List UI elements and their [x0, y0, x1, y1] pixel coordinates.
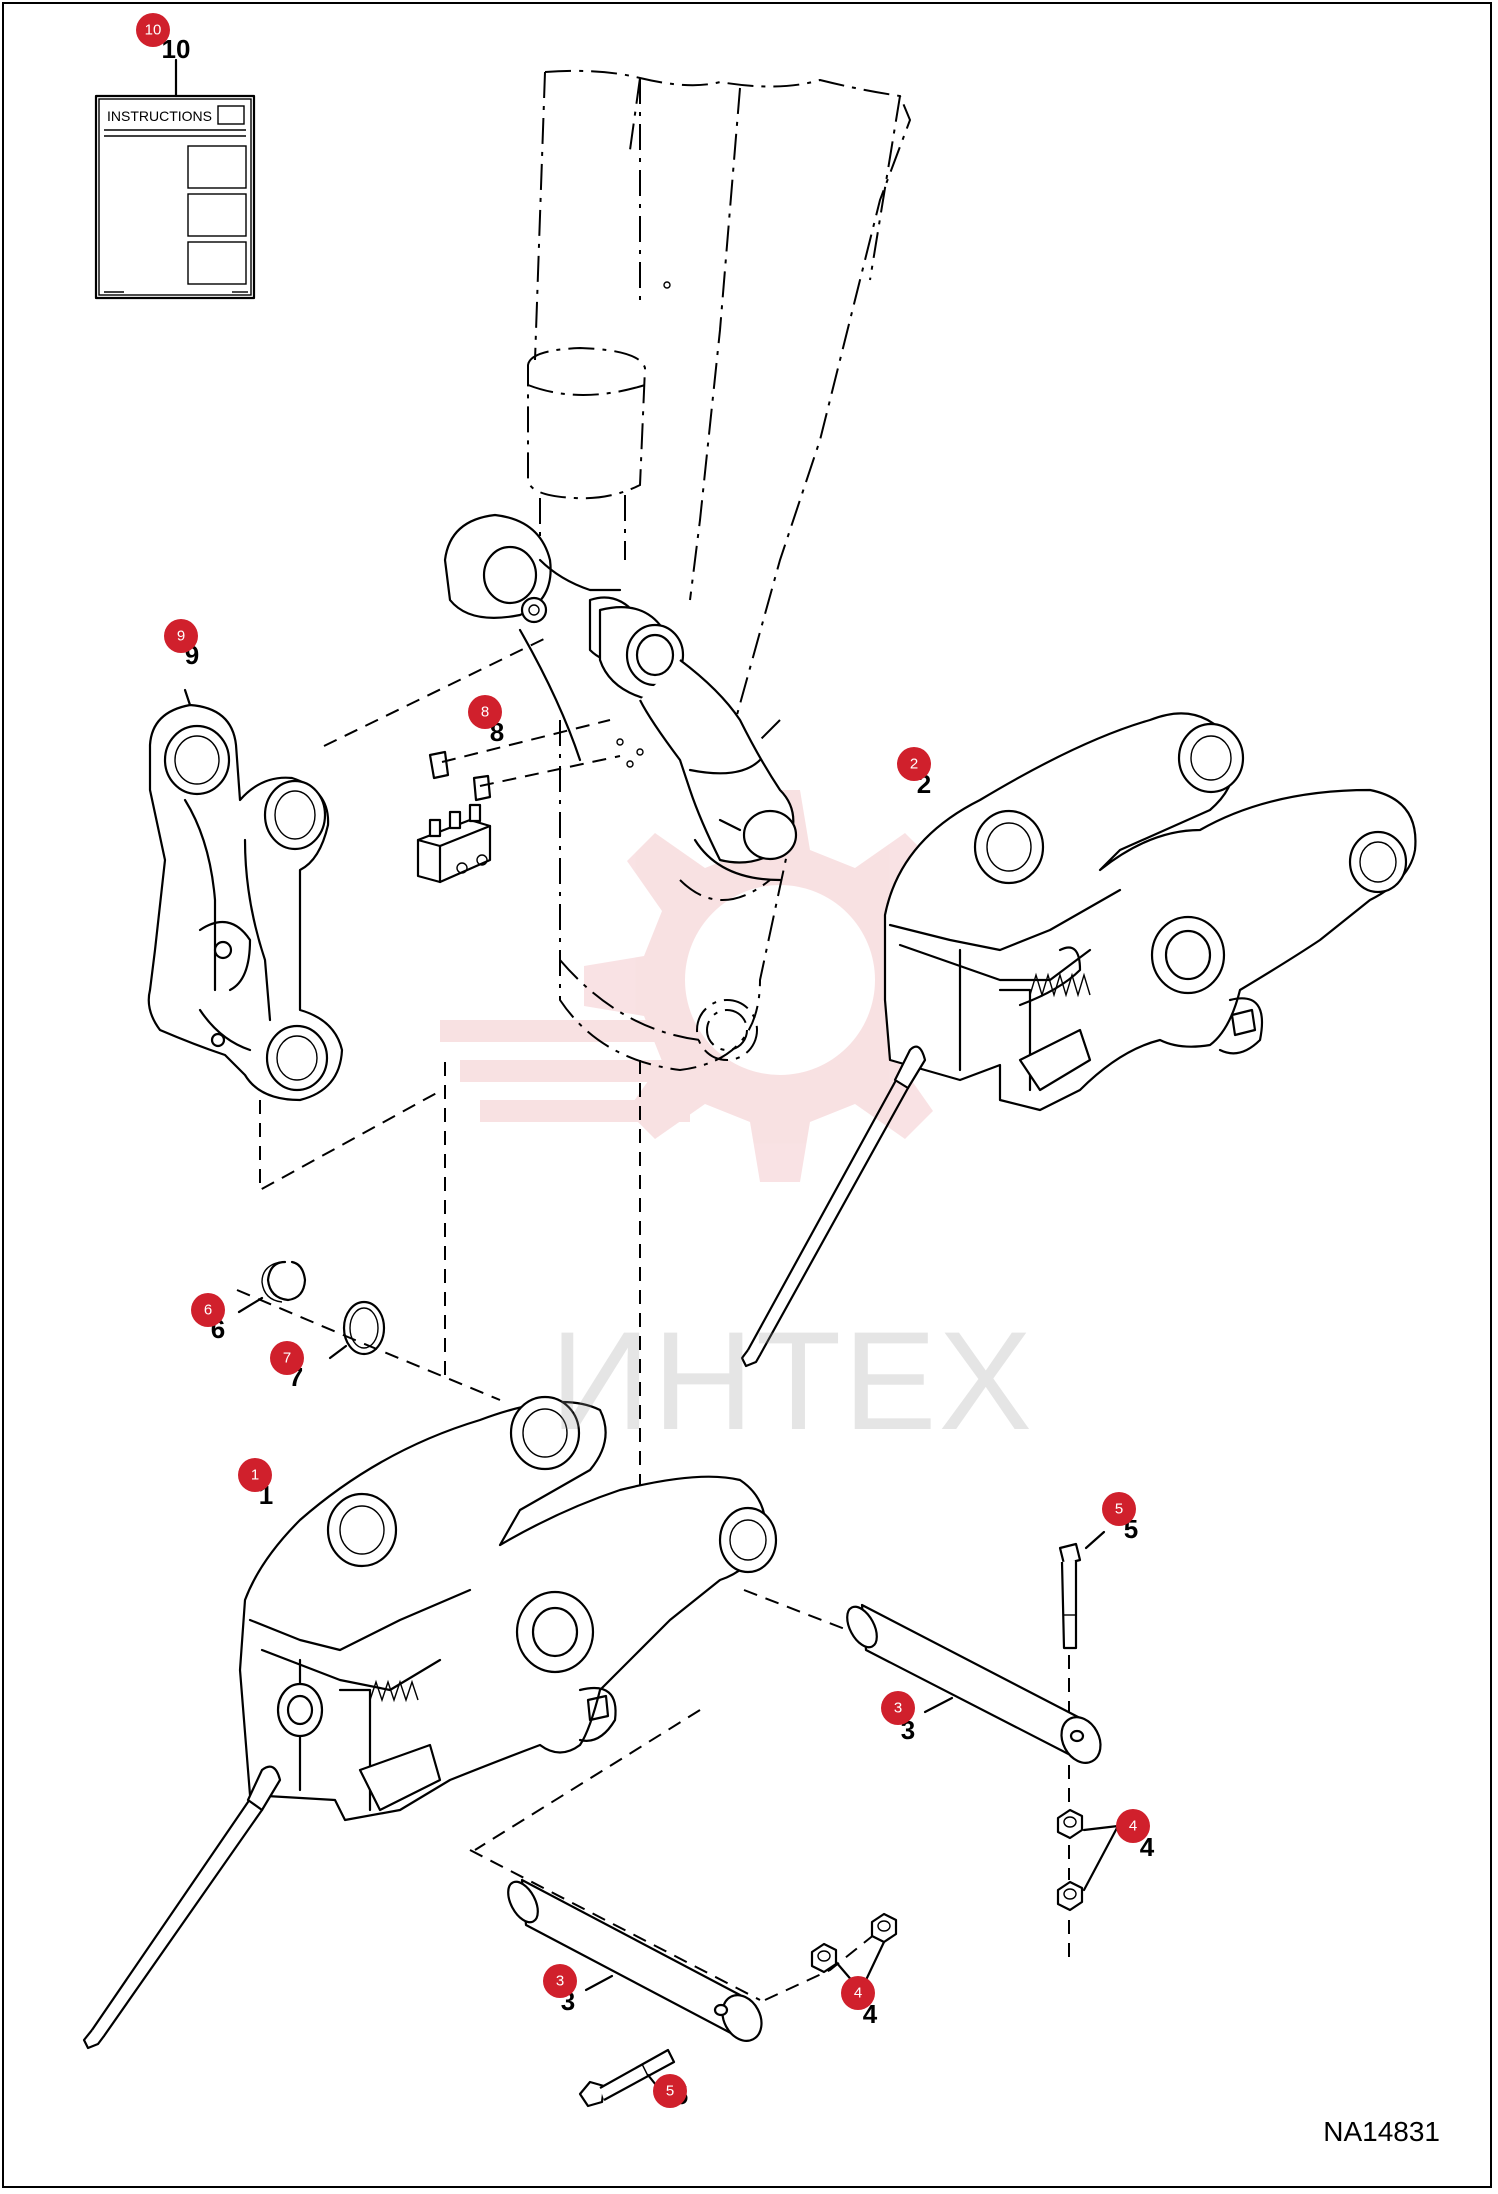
svg-text:6: 6 — [204, 1302, 212, 1319]
svg-text:3: 3 — [894, 1700, 902, 1717]
snap-ring-part-6 — [237, 1260, 307, 1314]
arm-linkage — [443, 513, 798, 882]
callout-bubble-4-right[interactable]: 4 — [1116, 1809, 1150, 1843]
nut-part-4-left-a — [810, 1942, 838, 1974]
svg-text:8: 8 — [481, 704, 489, 721]
callout-bubble-1[interactable]: 1 — [238, 1458, 272, 1492]
coupler-part-2 — [740, 712, 1417, 1368]
svg-text:5: 5 — [666, 2083, 674, 2100]
pin-part-3-right — [846, 1603, 1102, 1764]
svg-text:4: 4 — [854, 1985, 862, 2002]
coupler-part-1 — [82, 1395, 778, 2050]
excavator-arm — [527, 69, 912, 1072]
svg-text:4: 4 — [1129, 1818, 1137, 1835]
callout-bubble-9[interactable]: 9 — [164, 619, 198, 653]
callout-bubble-5-bottom[interactable]: 5 — [653, 2074, 687, 2108]
part-number-4-right: 4 — [1140, 1832, 1155, 1862]
callout-bubble-10[interactable]: 10 — [136, 13, 170, 47]
callout-bubble-2[interactable]: 2 — [897, 747, 931, 781]
callout-bubble-8[interactable]: 8 — [468, 695, 502, 729]
nut-part-4-left-b — [870, 1912, 898, 1944]
callout-bubble-5-top[interactable]: 5 — [1102, 1492, 1136, 1526]
nut-part-4-right-upper — [1056, 1808, 1084, 1840]
callout-bubble-4-left[interactable]: 4 — [841, 1976, 875, 2010]
svg-text:7: 7 — [283, 1350, 291, 1367]
instructions-title: INSTRUCTIONS — [107, 108, 212, 124]
ring-part-7 — [328, 1300, 386, 1360]
watermark-logo — [440, 790, 976, 1182]
document-code: NA14831 — [1323, 2116, 1440, 2147]
svg-text:10: 10 — [145, 22, 162, 39]
callout-bubbles: 10 9 8 2 6 7 1 5 3 4 4 3 5 — [136, 13, 1150, 2108]
pin-part-3-left — [507, 1878, 763, 2042]
bolt-part-5-bottom — [578, 2048, 676, 2108]
grease-block-part-8 — [416, 750, 492, 884]
instructions-sheet — [94, 58, 256, 300]
callout-bubble-7[interactable]: 7 — [270, 1341, 304, 1375]
link-part-9 — [147, 688, 344, 1102]
nut-leader-right — [1082, 1824, 1120, 1892]
svg-text:9: 9 — [177, 628, 185, 645]
callout-bubble-3-left[interactable]: 3 — [543, 1964, 577, 1998]
svg-text:3: 3 — [556, 1973, 564, 1990]
callout-bubble-3-right[interactable]: 3 — [881, 1691, 915, 1725]
svg-text:2: 2 — [910, 756, 918, 773]
bolt-part-5-top — [1058, 1530, 1106, 1650]
assembly-leaders — [236, 635, 1081, 2001]
svg-text:5: 5 — [1115, 1501, 1123, 1518]
callout-bubble-6[interactable]: 6 — [191, 1293, 225, 1327]
svg-text:1: 1 — [251, 1467, 259, 1484]
watermark-text: ИНТЕХ — [550, 1302, 1035, 1459]
nut-part-4-right-lower — [1056, 1880, 1084, 1912]
